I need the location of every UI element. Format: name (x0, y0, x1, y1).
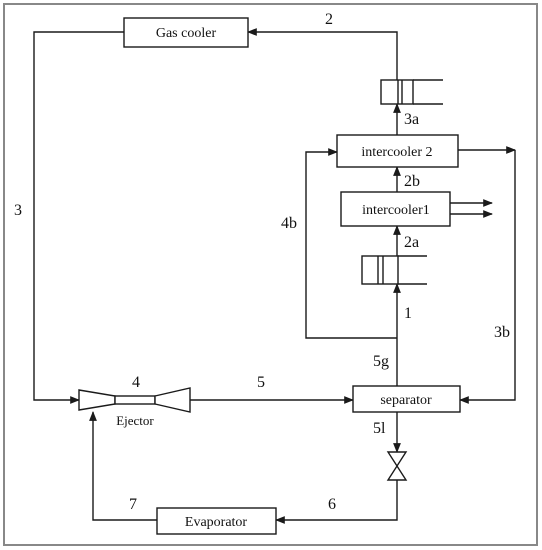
separator-box (352, 385, 461, 413)
state-label-1: 1 (404, 305, 412, 322)
line-3b (459, 150, 516, 404)
gas-cooler-label: Gas cooler (156, 26, 217, 41)
compressor-2-icon (380, 79, 443, 105)
state-label-6: 6 (328, 496, 336, 513)
line-6 (275, 480, 398, 524)
state-label-5g: 5g (373, 353, 389, 370)
line-3-gas-cooler-to-ejector (33, 31, 124, 404)
evaporator-box (156, 507, 277, 535)
line-4b (305, 148, 397, 339)
state-label-4: 4 (132, 374, 140, 391)
state-label-2b: 2b (404, 173, 420, 190)
ejector-icon (78, 387, 191, 413)
gas-cooler-box (123, 17, 249, 48)
state-label-3a: 3a (404, 111, 419, 128)
state-label-4b: 4b (281, 215, 297, 232)
ejector-label: Ejector (116, 413, 154, 428)
state-label-3: 3 (14, 202, 22, 219)
separator-label: separator (380, 393, 432, 408)
state-label-3b: 3b (494, 324, 510, 341)
compressor-1-icon (361, 255, 427, 285)
state-label-5: 5 (257, 374, 265, 391)
state-label-7: 7 (129, 496, 137, 513)
intercooler-1-box (340, 191, 451, 227)
state-label-5l: 5l (373, 420, 386, 437)
intercooler-1-label: intercooler1 (362, 203, 430, 218)
state-label-2: 2 (325, 11, 333, 28)
intercooler-2-box (336, 134, 459, 168)
line-7 (89, 411, 157, 521)
diagram-frame (3, 3, 538, 546)
line-2-compressor-to-gas-cooler (247, 28, 398, 80)
state-label-2a: 2a (404, 234, 419, 251)
evaporator-label: Evaporator (185, 515, 248, 530)
intercooler-2-label: intercooler 2 (361, 145, 432, 160)
expansion-valve-icon (386, 451, 408, 481)
